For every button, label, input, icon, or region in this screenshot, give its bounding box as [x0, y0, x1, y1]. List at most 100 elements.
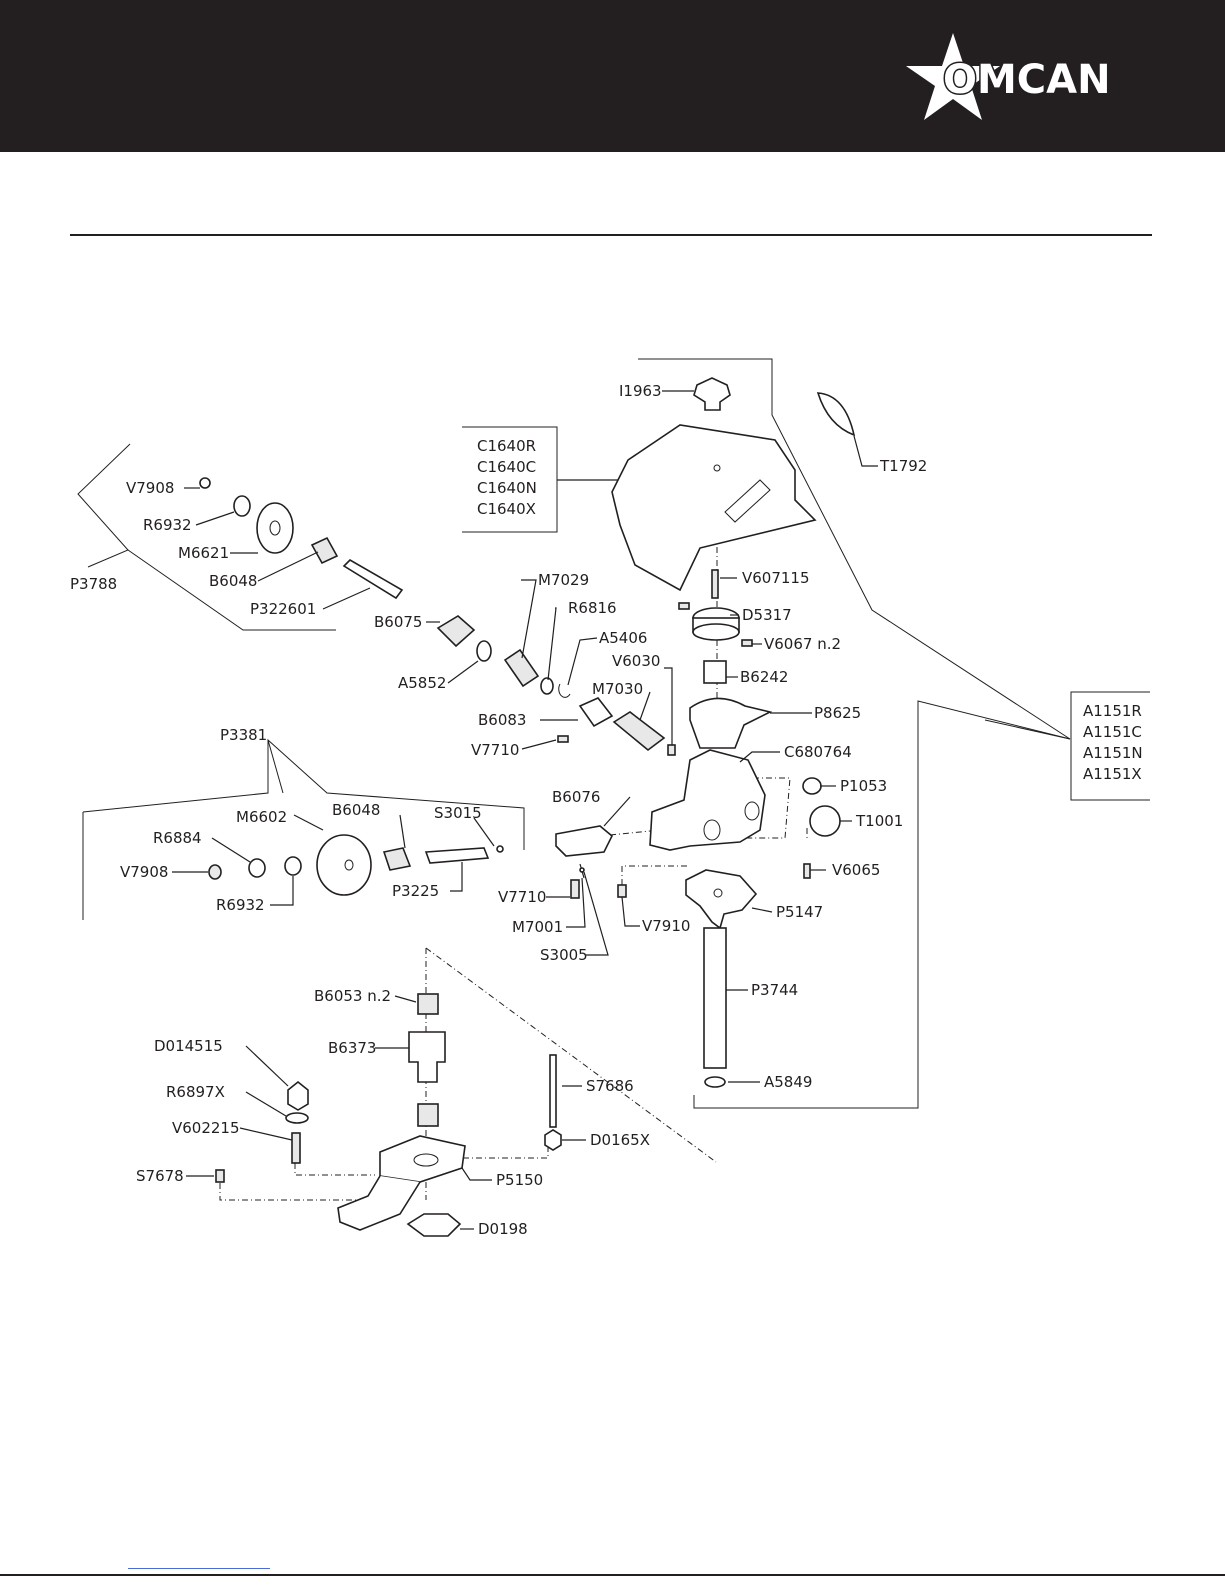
p3788-bracket-right	[127, 549, 336, 631]
label-m7001: M7001	[512, 918, 563, 936]
cap-t1001	[809, 805, 841, 837]
label-a1151x: A1151X	[1083, 765, 1142, 783]
label-v6030: V6030	[612, 652, 660, 670]
nut-d0165x	[544, 1129, 562, 1151]
screw-v7908-a	[199, 477, 211, 489]
label-c1640c: C1640C	[477, 458, 536, 476]
label-s3015: S3015	[434, 804, 482, 822]
screw-v6067-b	[741, 639, 753, 647]
ring-a5852	[476, 640, 492, 662]
leader-lines	[172, 390, 878, 1230]
label-t1792: T1792	[879, 457, 927, 475]
knob-i1963	[693, 377, 731, 411]
cover-c1640	[611, 424, 817, 592]
label-b6048-a: B6048	[209, 572, 257, 590]
label-s7678: S7678	[136, 1167, 184, 1185]
part-t1792	[816, 392, 856, 437]
label-b6076: B6076	[552, 788, 600, 806]
axis-b6076	[609, 827, 681, 836]
label-d0165x: D0165X	[590, 1131, 650, 1149]
ball-s3015	[496, 845, 504, 853]
bracket-p5150-hole	[413, 1153, 439, 1167]
label-v6067: V6067 n.2	[764, 635, 841, 653]
ring-a5849	[704, 1076, 726, 1088]
label-v7908-a: V7908	[126, 479, 174, 497]
stud-v602215	[291, 1132, 301, 1164]
nut-d0198	[406, 1213, 462, 1237]
label-a1151r: A1151R	[1083, 702, 1142, 720]
shaft-p322601	[342, 559, 404, 600]
label-c1640x: C1640X	[477, 500, 536, 518]
label-p8625: P8625	[814, 704, 861, 722]
label-b6083: B6083	[478, 711, 526, 729]
label-v7908-b: V7908	[120, 863, 168, 881]
part-b6083	[578, 697, 614, 728]
label-b6242: B6242	[740, 668, 788, 686]
bushing-b6053-a	[417, 993, 439, 1015]
set-screw-v6030	[667, 744, 676, 756]
washer-r6932-b	[284, 856, 302, 876]
label-m7029: M7029	[538, 571, 589, 589]
collar-d5317-bottom	[692, 623, 740, 641]
axis-diagonal	[425, 947, 717, 1163]
screw-v6065	[803, 863, 811, 879]
bushing-b6242	[703, 660, 727, 684]
label-b6075: B6075	[374, 613, 422, 631]
screw-v7910	[617, 884, 627, 898]
part-b6373	[408, 1031, 446, 1083]
axis-v7910	[621, 865, 690, 885]
label-p1053: P1053	[840, 777, 887, 795]
label-m6602: M6602	[236, 808, 287, 826]
label-a1151n: A1151N	[1083, 744, 1143, 762]
label-c680764: C680764	[784, 743, 852, 761]
shaft-p3225	[424, 847, 490, 864]
axis-s7678	[219, 1183, 358, 1201]
label-r6816: R6816	[568, 599, 617, 617]
label-p3381: P3381	[220, 726, 267, 744]
label-d0198: D0198	[478, 1220, 528, 1238]
part-b6076	[555, 825, 613, 857]
footer-link-underline[interactable]	[128, 1568, 270, 1569]
a1151-box	[1070, 691, 1150, 801]
screw-v607115	[711, 569, 719, 599]
label-a5406: A5406	[599, 629, 647, 647]
label-m7030: M7030	[592, 680, 643, 698]
spring-m7030	[612, 711, 666, 752]
label-r6897x: R6897X	[166, 1083, 225, 1101]
title-rule	[70, 234, 1152, 236]
spring-m7029	[503, 648, 540, 688]
label-v6065: V6065	[832, 861, 880, 879]
bushing-b6048-a	[310, 536, 339, 565]
wheel-m6602-hole	[344, 859, 354, 871]
cover-slot	[724, 479, 771, 523]
omcan-logo: OMCAN	[906, 33, 1112, 120]
clip-a5406	[558, 683, 571, 698]
plug-p1053	[802, 777, 822, 795]
screw-v7710-b	[570, 879, 580, 899]
label-p5147: P5147	[776, 903, 823, 921]
ball-s3005	[579, 867, 585, 873]
disc-m6621-hole	[269, 520, 281, 536]
label-r6932-a: R6932	[143, 516, 192, 534]
label-c1640r: C1640R	[477, 437, 536, 455]
label-p3788: P3788	[70, 575, 117, 593]
disc-m6621	[256, 502, 294, 554]
p3788-bracket-left	[77, 443, 131, 568]
washer-r6897x	[285, 1112, 309, 1124]
label-t1001: T1001	[855, 812, 903, 830]
bushing-b6048-b	[382, 847, 412, 871]
plate-p5147	[685, 869, 758, 930]
label-b6373: B6373	[328, 1039, 376, 1057]
a1151-leader-mid	[984, 719, 1071, 740]
p3381-bracket	[82, 738, 525, 850]
label-v607115: V607115	[742, 569, 810, 587]
label-p3744: P3744	[751, 981, 798, 999]
label-d014515: D014515	[154, 1037, 223, 1055]
label-v7910: V7910	[642, 917, 690, 935]
label-a5849: A5849	[764, 1073, 812, 1091]
p3381-pointer	[267, 739, 284, 794]
bracket-p5150-leg	[337, 1175, 421, 1231]
label-b6053: B6053 n.2	[314, 987, 391, 1005]
label-i1963: I1963	[619, 382, 662, 400]
